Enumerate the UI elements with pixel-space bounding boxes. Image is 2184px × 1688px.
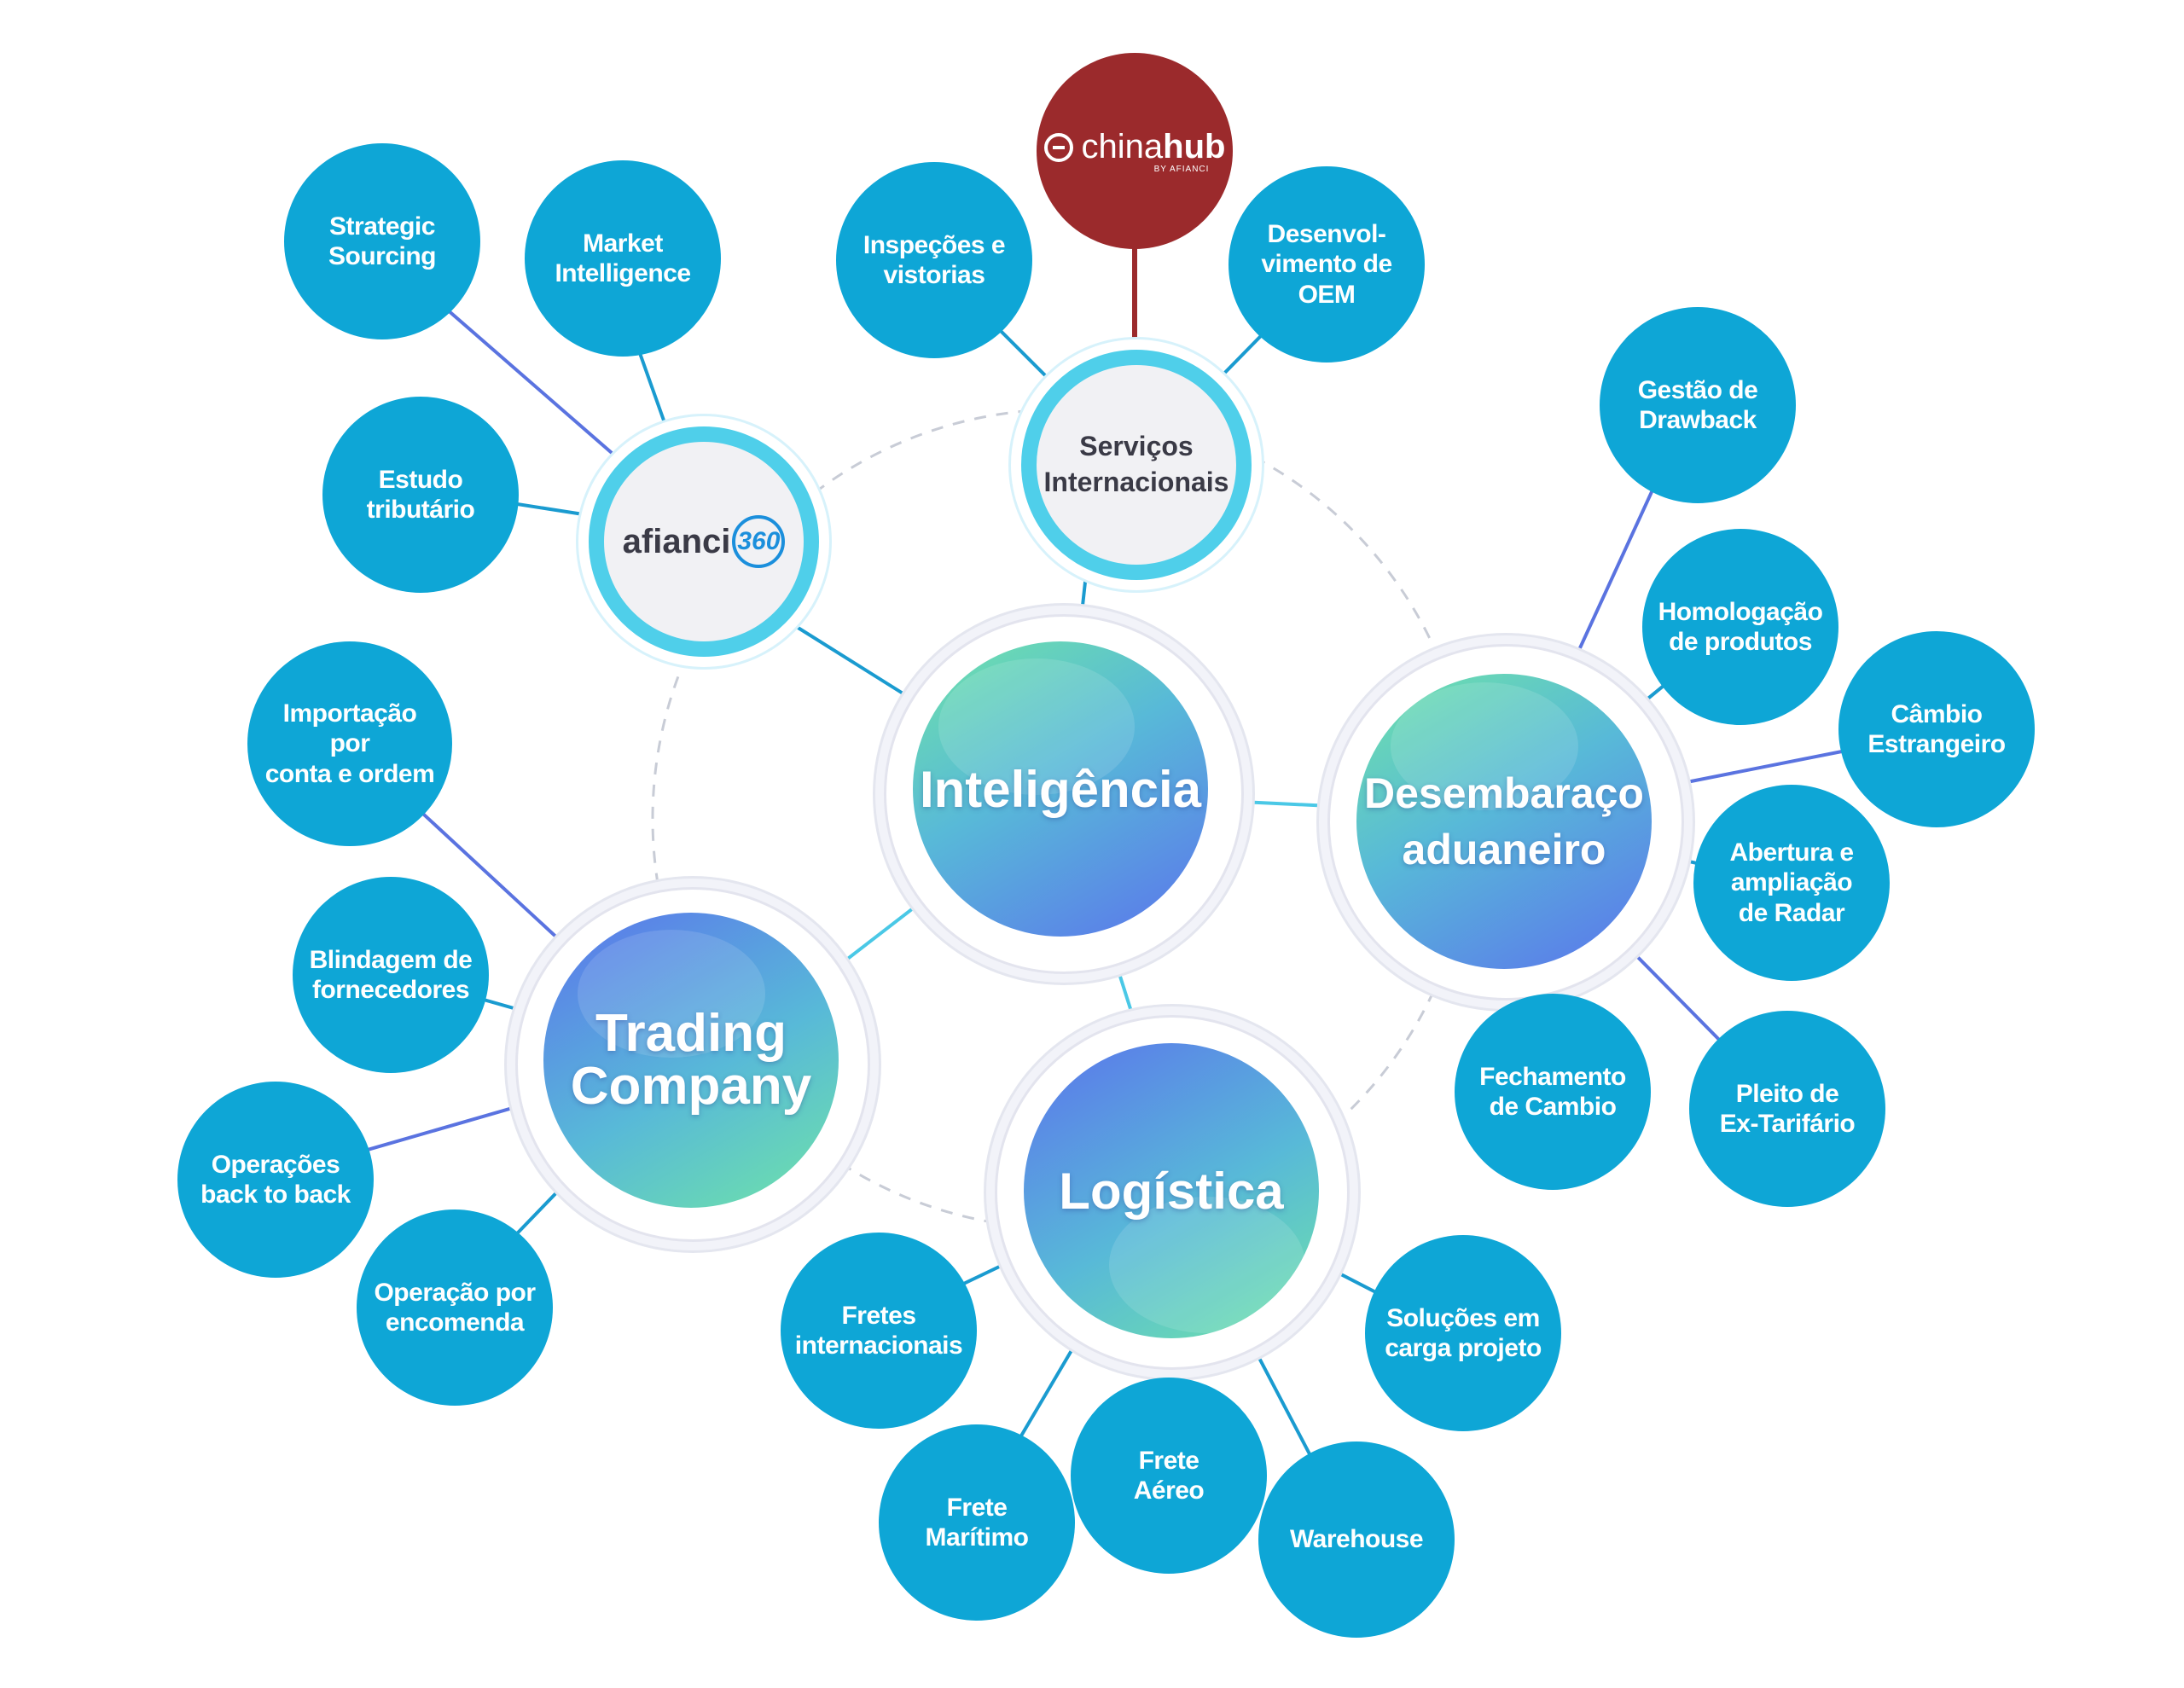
leaf-label: vimento de (1261, 250, 1392, 279)
leaf-warehouse: Warehouse (1258, 1441, 1455, 1638)
leaf-label: fornecedores (311, 976, 470, 1004)
servicos-node: Serviços Internacionais (1008, 337, 1264, 593)
servicos-label-line2: Internacionais (1043, 467, 1229, 497)
inteligencia-hub: Inteligência (913, 641, 1208, 937)
leaf-label: Marítimo (925, 1523, 1029, 1552)
servicos-label-line1: Serviços (1079, 431, 1194, 462)
leaf-label: Market (583, 229, 663, 258)
leaf-label: Frete (1138, 1446, 1199, 1475)
leaf-label: de Cambio (1489, 1093, 1617, 1121)
afianci360-ring: afianci 360 (589, 426, 819, 657)
leaf-label: de Radar (1738, 898, 1845, 927)
leaf-label: Sourcing (328, 242, 437, 270)
leaf-label: Estrangeiro (1867, 730, 2006, 758)
afianci360-node: afianci 360 (576, 414, 832, 670)
afianci-wordmark: afianci (622, 522, 731, 560)
trading-hub: Trading Company (543, 913, 839, 1208)
chinahub-suffix: hub (1163, 128, 1226, 165)
logistica-hub: Logística (1024, 1043, 1319, 1338)
trading-label-line2: Company (570, 1057, 812, 1116)
leaf-label: Warehouse (1289, 1525, 1424, 1554)
leaf-label: Importação por (282, 699, 417, 758)
leaf-label: conta e ordem (264, 759, 435, 788)
leaf-label: Aéreo (1133, 1476, 1205, 1505)
leaf-label: internacionais (794, 1331, 963, 1360)
leaf-label: OEM (1298, 280, 1356, 309)
leaf-label: vistorias (883, 261, 985, 289)
trading-label-line1: Trading (595, 1004, 787, 1063)
leaf-label: encomenda (385, 1308, 525, 1337)
leaf-label: Frete (946, 1493, 1008, 1522)
logistica-label: Logística (1059, 1162, 1284, 1220)
leaf-label: Desenvol- (1267, 219, 1386, 248)
inteligencia-label: Inteligência (919, 760, 1202, 818)
chinahub-tagline: BY AFIANCI (1153, 165, 1210, 174)
leaf-label: Homologação (1658, 597, 1823, 626)
leaf-label: Gestão de (1637, 375, 1758, 404)
leaf-label: Operações (211, 1150, 340, 1179)
leaf-label: Ex-Tarifário (1719, 1110, 1856, 1138)
leaf-label: Drawback (1639, 406, 1757, 434)
leaf-label: Estudo (378, 465, 463, 494)
afianci360-logo: afianci 360 (623, 515, 786, 568)
chinahub-mark-icon (1043, 132, 1073, 162)
leaf-label: back to back (200, 1180, 351, 1209)
leaf-label: Pleito de (1735, 1079, 1839, 1108)
leaf-label: Blindagem de (309, 945, 473, 974)
leaf-label: Fechamento (1479, 1062, 1626, 1091)
leaf-label: Câmbio (1891, 699, 1983, 728)
leaf-label: Fretes (841, 1301, 916, 1330)
leaf-label: Soluções em (1386, 1303, 1540, 1332)
desembaraco-label-line2: aduaneiro (1402, 826, 1606, 873)
leaf-label: Intelligence (555, 259, 691, 287)
leaf-label: Operação por (374, 1278, 536, 1307)
desembaraco-hub: Desembaraço aduaneiro (1356, 674, 1652, 969)
badge-360-icon: 360 (732, 515, 786, 568)
servicos-ring: Serviços Internacionais (1021, 350, 1252, 580)
leaf-label: de produtos (1669, 628, 1812, 656)
leaf-label: Abertura e (1729, 838, 1854, 867)
leaf-label: carga projeto (1385, 1334, 1542, 1362)
leaf-label: Strategic (329, 212, 435, 241)
chinahub-prefix: china (1081, 128, 1164, 165)
leaf-label: tributário (366, 496, 475, 524)
leaf-label: Inspeções e (863, 230, 1006, 259)
leaf-label: ampliação (1730, 868, 1853, 897)
desembaraco-label-line1: Desembaraço (1364, 769, 1644, 817)
